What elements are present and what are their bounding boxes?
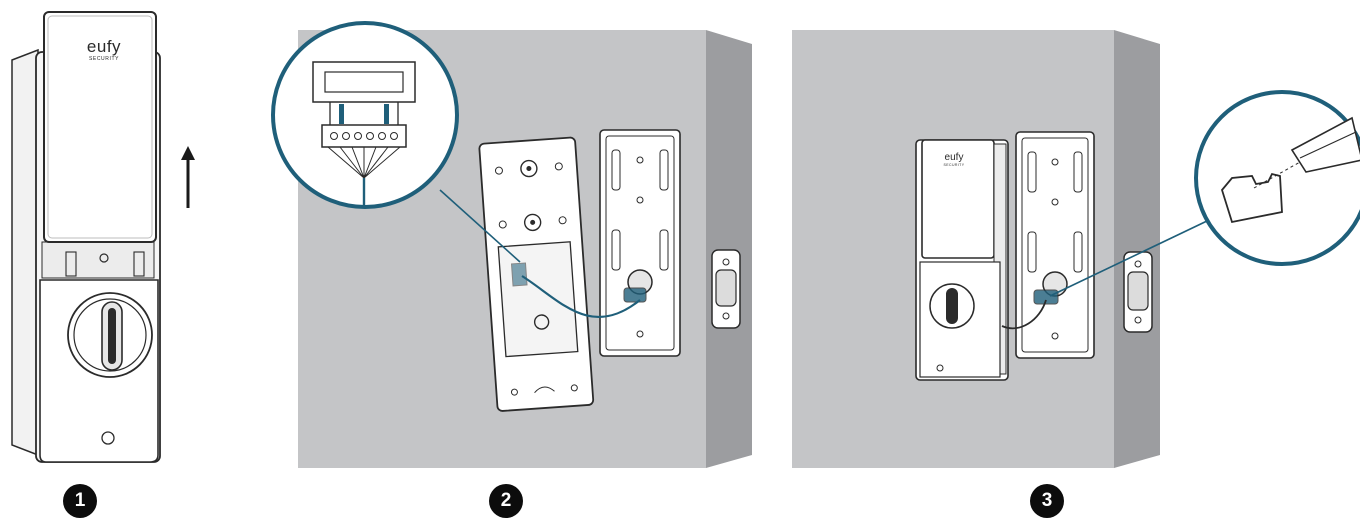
step-3-badge: 3	[1030, 484, 1064, 518]
eufy-logo: eufy SECURITY	[78, 38, 130, 63]
eufy-logo-small: eufy SECURITY	[932, 152, 976, 168]
logo-subtext-small: SECURITY	[932, 163, 976, 168]
logo-text: eufy	[78, 38, 130, 56]
screwdriver-zoom-icon	[1196, 92, 1360, 264]
arrow-up-icon	[181, 146, 195, 208]
logo-text-small: eufy	[932, 152, 976, 163]
connector-zoom-icon	[273, 23, 457, 207]
step-2-badge: 2	[489, 484, 523, 518]
step-3-illustration	[792, 30, 1230, 468]
step-1-badge: 1	[63, 484, 97, 518]
logo-subtext: SECURITY	[78, 56, 130, 63]
step-1-illustration	[12, 12, 160, 462]
